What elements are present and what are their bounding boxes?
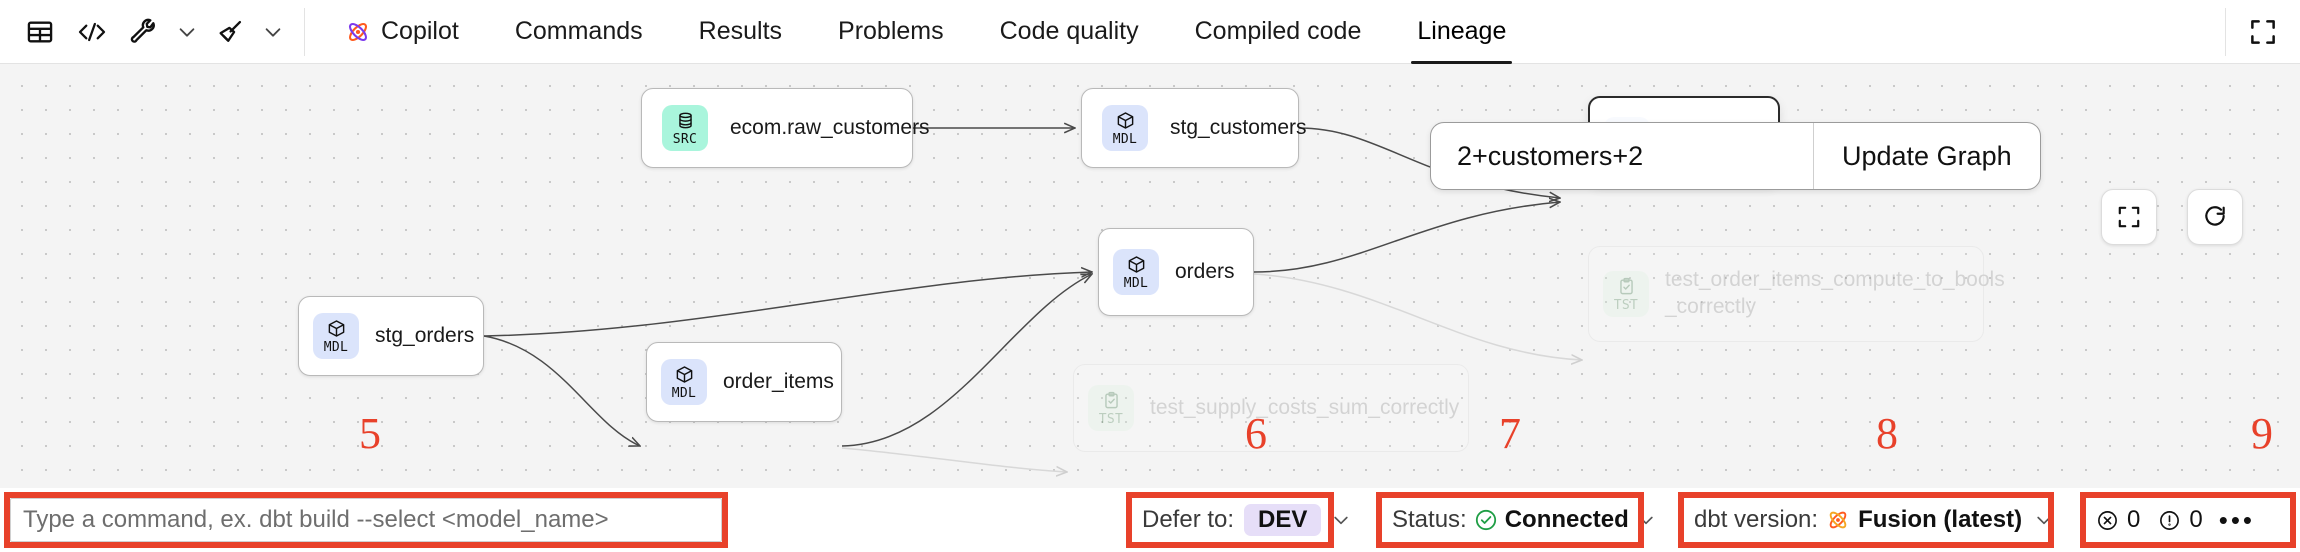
node-type-badge-tst: TST [1603, 271, 1649, 317]
error-circle-icon [2096, 509, 2119, 532]
dbt-atom-icon [345, 19, 371, 45]
tab-bar: Copilot Commands Results Problems Code q… [317, 0, 1534, 64]
tab-problems-label: Problems [838, 17, 944, 45]
top-toolbar: Copilot Commands Results Problems Code q… [0, 0, 2300, 64]
node-type-label: TST [1098, 411, 1124, 427]
error-count-group[interactable]: 0 [2096, 506, 2140, 534]
more-horizontal-icon[interactable]: ••• [2218, 504, 2256, 535]
cube-icon [327, 319, 346, 339]
cube-icon [675, 365, 694, 385]
lineage-node-test-supply-costs-sum-correctly[interactable]: TST test_supply_costs_sum_correctly [1073, 364, 1469, 452]
lineage-node-test-order-items-compute-to-bools-correctly[interactable]: TST test_order_items_compute_to_bools _c… [1588, 246, 2005, 342]
defer-chevron-down-icon[interactable] [1331, 510, 1351, 530]
clipboard-check-icon [1102, 391, 1121, 411]
lineage-node-stg-customers[interactable]: MDL stg_customers [1081, 88, 1307, 168]
check-circle-icon [1474, 508, 1498, 532]
tab-results-label: Results [698, 17, 783, 45]
lineage-node-stg-orders[interactable]: MDL stg_orders [298, 296, 484, 376]
clipboard-check-icon [1617, 277, 1636, 297]
node-type-label: MDL [671, 385, 697, 401]
node-type-badge-tst: TST [1088, 385, 1134, 431]
node-type-label: SRC [672, 131, 698, 147]
broom-chevron-down-icon[interactable] [256, 0, 290, 64]
toolbar-right-divider [2225, 7, 2226, 56]
tab-commands[interactable]: Commands [487, 0, 671, 64]
warning-count: 0 [2189, 506, 2203, 533]
lineage-node-orders[interactable]: MDL orders [1098, 228, 1254, 316]
defer-to-label: Defer to: [1142, 506, 1235, 533]
defer-to-value: DEV [1244, 504, 1322, 536]
update-graph-button[interactable]: Update Graph [1813, 123, 2040, 189]
diagnostics-control[interactable]: 0 0 ••• [2084, 498, 2292, 542]
lineage-node-label: stg_orders [375, 323, 475, 347]
tab-lineage[interactable]: Lineage [1389, 0, 1534, 64]
expand-panel-icon[interactable] [2226, 0, 2300, 64]
fit-view-icon[interactable] [2101, 189, 2157, 245]
tab-commands-label: Commands [514, 17, 643, 45]
lineage-node-label: stg_customers [1170, 115, 1307, 139]
version-label: dbt version: [1694, 506, 1819, 533]
lineage-node-order-items[interactable]: MDL order_items [646, 342, 842, 422]
tab-code-quality-label: Code quality [999, 17, 1139, 45]
toolbar-divider [304, 7, 305, 56]
node-type-badge-mdl: MDL [313, 313, 359, 359]
defer-to-control[interactable]: Defer to: DEV [1130, 498, 1349, 542]
refresh-icon[interactable] [2187, 189, 2243, 245]
tab-results[interactable]: Results [671, 0, 810, 64]
tab-code-quality[interactable]: Code quality [972, 0, 1167, 64]
node-type-label: MDL [1112, 131, 1138, 147]
lineage-node-label: test_order_items_compute_to_bools _corre… [1665, 268, 2005, 318]
tab-compiled-code[interactable]: Compiled code [1167, 0, 1390, 64]
tab-compiled-code-label: Compiled code [1194, 17, 1362, 45]
tab-copilot-label: Copilot [381, 17, 459, 45]
wrench-chevron-down-icon[interactable] [170, 0, 204, 64]
status-value: Connected [1504, 506, 1629, 533]
cube-icon [1127, 255, 1146, 275]
lineage-node-ecom-raw-customers[interactable]: SRC ecom.raw_customers [641, 88, 930, 168]
node-type-badge-mdl: MDL [1102, 105, 1148, 151]
node-type-badge-mdl: MDL [661, 359, 707, 405]
dbt-atom-icon [1826, 508, 1850, 532]
table-view-icon[interactable] [14, 0, 66, 64]
code-view-icon[interactable] [66, 0, 118, 64]
lineage-query-control[interactable]: Update Graph [1430, 122, 2041, 190]
lineage-node-label: ecom.raw_customers [730, 115, 930, 139]
cube-icon [1116, 111, 1135, 131]
tab-copilot[interactable]: Copilot [317, 0, 487, 64]
version-value: Fusion (latest) [1858, 506, 2023, 533]
command-input[interactable] [10, 498, 722, 542]
tab-problems[interactable]: Problems [810, 0, 972, 64]
lineage-node-label: test_supply_costs_sum_correctly [1150, 395, 1460, 419]
lineage-selector-input[interactable] [1431, 123, 1813, 189]
status-label: Status: [1392, 506, 1467, 533]
tab-lineage-label: Lineage [1417, 17, 1507, 45]
status-control[interactable]: Status: Connected [1380, 498, 1653, 542]
broom-icon[interactable] [204, 0, 256, 64]
lineage-canvas[interactable]: SRC ecom.raw_customers MDL stg_customers [0, 64, 2300, 488]
warning-circle-icon [2158, 509, 2181, 532]
error-count: 0 [2127, 506, 2141, 533]
node-type-label: MDL [1123, 275, 1149, 291]
node-type-label: TST [1613, 297, 1639, 313]
node-type-badge-src: SRC [662, 105, 708, 151]
database-icon [676, 111, 695, 131]
version-control[interactable]: dbt version: Fusion (latest) [1682, 498, 2051, 542]
status-chevron-down-icon[interactable] [1636, 510, 1656, 530]
warning-count-group[interactable]: 0 [2158, 506, 2203, 534]
toolbar-right-group [2225, 0, 2300, 64]
version-chevron-down-icon[interactable] [2034, 510, 2054, 530]
lineage-edges [483, 64, 2300, 488]
toolbar-icon-group [0, 0, 317, 64]
lineage-node-label: order_items [723, 369, 834, 393]
wrench-icon[interactable] [118, 0, 170, 64]
lineage-node-label: orders [1175, 259, 1235, 283]
node-type-badge-mdl: MDL [1113, 249, 1159, 295]
node-type-label: MDL [323, 339, 349, 355]
